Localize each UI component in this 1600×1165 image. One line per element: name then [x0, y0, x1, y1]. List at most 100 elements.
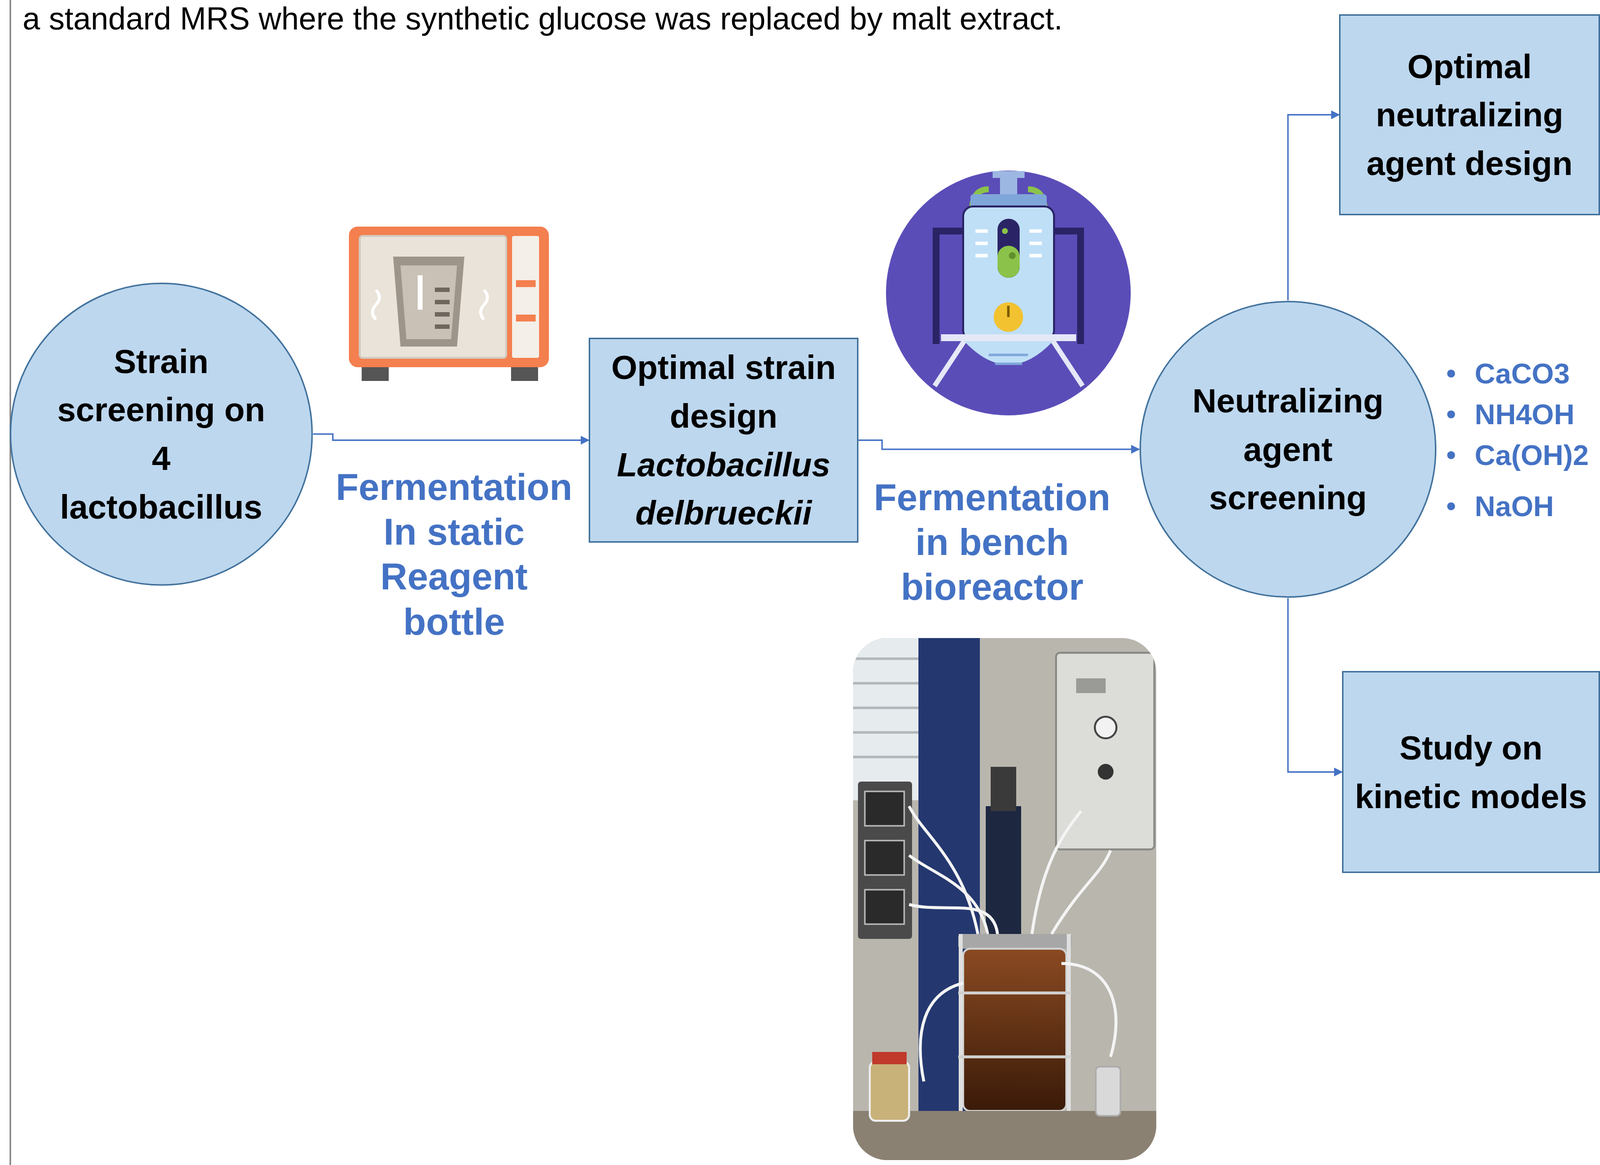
bioreactor-icon-part [1054, 230, 1081, 344]
bioreactor-photo-part [853, 637, 1157, 1160]
process-circle: Neutralizing agent screening [1139, 300, 1437, 599]
node-subtext: Lactobacillus delbrueckii [598, 440, 850, 538]
text-holder: Neutralizing agent screening [1178, 376, 1398, 522]
bioreactor-icon-part [934, 341, 965, 386]
bioreactor-icon-part [1007, 305, 1010, 317]
bioreactor-photo-part-part [958, 933, 1072, 949]
agent-item: Ca(OH)2 [1474, 438, 1589, 472]
bioreactor-photo-part-part [958, 991, 1072, 995]
bioreactor-photo-part-part [909, 805, 978, 934]
bioreactor-photo-part-part [1061, 963, 1116, 1057]
incubator-icon-part [511, 367, 539, 381]
bioreactor-icon-part [1029, 254, 1042, 258]
bioreactor-photo-part-part [1076, 678, 1106, 693]
bioreactor-icon-part [997, 218, 1020, 278]
bioreactor-photo-part-part [909, 855, 988, 934]
circle-outline [9, 282, 314, 587]
bioreactor-icon-part [885, 170, 1131, 416]
bioreactor-icon-part [1008, 252, 1016, 259]
bioreactor-photo-part-part [853, 731, 922, 734]
incubator-icon-part [512, 235, 540, 358]
bioreactor-icon-part [1029, 241, 1042, 246]
incubator-icon-part [515, 280, 536, 287]
bioreactor-icon-part [936, 230, 963, 344]
bioreactor-photo-part-part [1097, 763, 1114, 780]
circle-shape [10, 283, 313, 585]
bioreactor-photo-part-part [853, 706, 922, 710]
incubator-icon-part [434, 324, 450, 329]
incubator-icon-part [393, 256, 465, 347]
edge-label: Fermentation In static Reagent bottle [332, 464, 576, 644]
node-text: Study on kinetic models [1351, 723, 1591, 821]
bioreactor-photo-part-part [869, 1061, 910, 1121]
flow-arrow [1287, 598, 1343, 772]
bioreactor-photo-part-part [920, 982, 964, 1082]
bioreactor-photo-part-part [853, 657, 922, 660]
bioreactor-icon-part [1001, 228, 1008, 234]
bioreactor-photo-part-part [853, 637, 1157, 1160]
bioreactor-photo-part-part [853, 755, 922, 759]
node-text: Optimal neutralizing agent design [1348, 42, 1591, 188]
bioreactor-photo-part-part [1051, 850, 1111, 934]
incubator-icon-part [417, 275, 423, 310]
incubator-icon-part [434, 299, 450, 305]
frame-line-part [9, 0, 12, 1165]
process-box: Optimal neutralizing agent design [1339, 14, 1600, 216]
bioreactor-photo-part-part [853, 682, 922, 685]
bioreactor-icon [885, 170, 1131, 416]
bioreactor-photo-part-part [1094, 716, 1117, 739]
bioreactor-photo-part-part [872, 1051, 907, 1064]
process-circle: Strain screening on 4 lactobacillus [9, 282, 314, 587]
edge-label: Fermentation in bench bioreactor [870, 474, 1115, 610]
incubator-icon-part [400, 265, 458, 340]
incubator-icon-part [480, 289, 488, 320]
bioreactor-photo-part-part [1095, 1066, 1121, 1116]
node-text: Neutralizing agent screening [1178, 376, 1398, 522]
incubator-icon-part [361, 367, 389, 381]
bioreactor-icon-part [964, 341, 1054, 365]
bioreactor-icon-part [1029, 229, 1042, 233]
bioreactor-icon-part [963, 206, 1055, 341]
note-text: a standard MRS where the synthetic gluco… [22, 0, 1063, 38]
incubator-icon-part [359, 235, 507, 358]
bioreactor-photo-part-part [990, 766, 1017, 811]
flow-arrow [1287, 114, 1340, 301]
bioreactor-photo-part-part [1031, 810, 1082, 934]
bioreactor-icon-part [993, 302, 1024, 332]
flow-arrow [858, 440, 1140, 450]
circle-shape [1140, 301, 1436, 597]
agent-item: NH4OH [1474, 398, 1575, 431]
incubator-icon-part [434, 312, 450, 317]
incubator-icon-part [348, 226, 549, 368]
bioreactor-icon-part [1053, 341, 1083, 386]
incubator-icon-part [434, 287, 450, 292]
bioreactor-photo-part-part [963, 948, 1067, 1111]
frame-line [10, 0, 11, 1165]
bioreactor-icon-part [997, 245, 1020, 278]
bioreactor-photo-part-part [909, 904, 998, 934]
flow-arrow [313, 433, 589, 441]
bioreactor-icon-part [975, 229, 988, 233]
bioreactor-photo-part-part [1056, 652, 1155, 850]
bioreactor-icon-part [975, 254, 988, 258]
agent-item: CaCO3 [1474, 357, 1570, 391]
bioreactor-photo [853, 637, 1157, 1160]
bioreactor-photo-part-part [857, 781, 913, 939]
node-text: Strain screening on 4 lactobacillus [51, 337, 271, 531]
bioreactor-photo-part-part [864, 840, 905, 875]
text-holder: Strain screening on 4 lactobacillus [51, 337, 271, 531]
incubator-icon-part [372, 289, 380, 320]
bioreactor-icon-part [995, 362, 1023, 366]
process-box: Optimal strain designLactobacillus delbr… [588, 337, 859, 543]
process-box: Study on kinetic models [1342, 670, 1600, 873]
incubator-icon [348, 226, 549, 381]
bioreactor-photo-part-part [1066, 933, 1071, 1121]
bioreactor-icon-part [1000, 175, 1018, 196]
bioreactor-icon-part [988, 353, 1029, 357]
bioreactor-photo-part-part [864, 791, 905, 826]
bioreactor-photo-part-part [958, 1055, 1072, 1058]
bioreactor-photo-part-part [985, 805, 1022, 934]
node-text: Optimal strain design [598, 342, 850, 440]
bioreactor-icon-part [941, 334, 1077, 342]
bioreactor-photo-part-part [958, 933, 963, 1121]
